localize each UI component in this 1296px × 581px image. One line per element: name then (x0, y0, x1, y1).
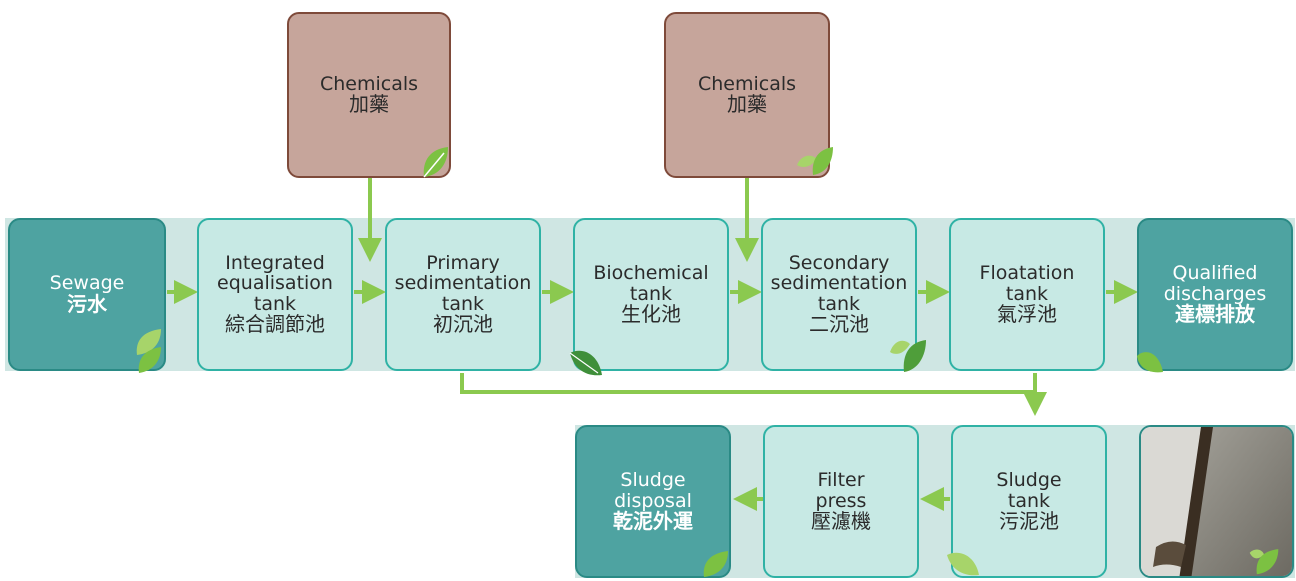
biochemical-tank-en: Biochemical tank (593, 262, 709, 305)
secondary-sedimentation-en: Secondary sedimentation tank (770, 251, 908, 315)
chemicals-1-en: Chemicals (319, 72, 419, 95)
chemicals-2-zh: 加藥 (727, 92, 767, 117)
leaf-icon (797, 147, 833, 175)
chemicals-2-en: Chemicals (697, 72, 797, 95)
secondary-sedimentation-box: Secondary sedimentation tank 二沉池 (761, 218, 917, 371)
floatation-tank-zh: 氣浮池 (997, 302, 1057, 327)
sludge-tank-photo (1139, 425, 1294, 578)
equalisation-tank-en: Integrated equalisation tank (217, 251, 333, 315)
equalisation-tank-box: Integrated equalisation tank 綜合調節池 (197, 218, 353, 371)
leaf-icon (947, 552, 979, 576)
floatation-tank-box: Floatation tank 氣浮池 (949, 218, 1105, 371)
biochemical-tank-box: Biochemical tank 生化池 (573, 218, 729, 371)
chemicals-1-zh: 加藥 (349, 92, 389, 117)
leaf-icon (136, 329, 161, 373)
equalisation-tank-zh: 綜合調節池 (225, 312, 325, 337)
sewage-en: Sewage (49, 272, 125, 295)
chemicals-box-1: Chemicals 加藥 (287, 12, 451, 178)
chemicals-box-2: Chemicals 加藥 (664, 12, 830, 178)
primary-sedimentation-box: Primary sedimentation tank 初沉池 (385, 218, 541, 371)
primary-sedimentation-zh: 初沉池 (433, 312, 493, 337)
leaf-icon (703, 551, 728, 577)
leaf-icon (569, 350, 602, 376)
leaf-icon (1137, 352, 1163, 373)
sludge-return-line (460, 373, 1035, 394)
qualified-discharges-en: Qualified discharges (1163, 262, 1267, 305)
biochemical-tank-zh: 生化池 (621, 302, 681, 327)
sludge-disposal-box: Sludge disposal 乾泥外運 (575, 425, 731, 578)
filter-press-zh: 壓濾機 (811, 509, 871, 534)
leaf-icon (890, 340, 926, 372)
sludge-disposal-zh: 乾泥外運 (613, 509, 693, 534)
secondary-sedimentation-zh: 二沉池 (809, 312, 869, 337)
leaf-icon (1249, 549, 1279, 575)
filter-press-box: Filter press 壓濾機 (763, 425, 919, 578)
sludge-tank-en: Sludge tank (996, 469, 1062, 512)
sludge-disposal-en: Sludge disposal (614, 469, 692, 512)
primary-sedimentation-en: Primary sedimentation tank (394, 251, 532, 315)
qualified-discharges-box: Qualified discharges 達標排放 (1137, 218, 1293, 371)
leaf-icon (423, 147, 448, 178)
floatation-tank-en: Floatation tank (979, 262, 1075, 305)
sewage-zh: 污水 (67, 291, 107, 316)
sludge-tank-box: Sludge tank 污泥池 (951, 425, 1107, 578)
filter-press-en: Filter press (815, 469, 867, 512)
sludge-tank-zh: 污泥池 (999, 509, 1059, 534)
qualified-discharges-zh: 達標排放 (1175, 302, 1255, 327)
